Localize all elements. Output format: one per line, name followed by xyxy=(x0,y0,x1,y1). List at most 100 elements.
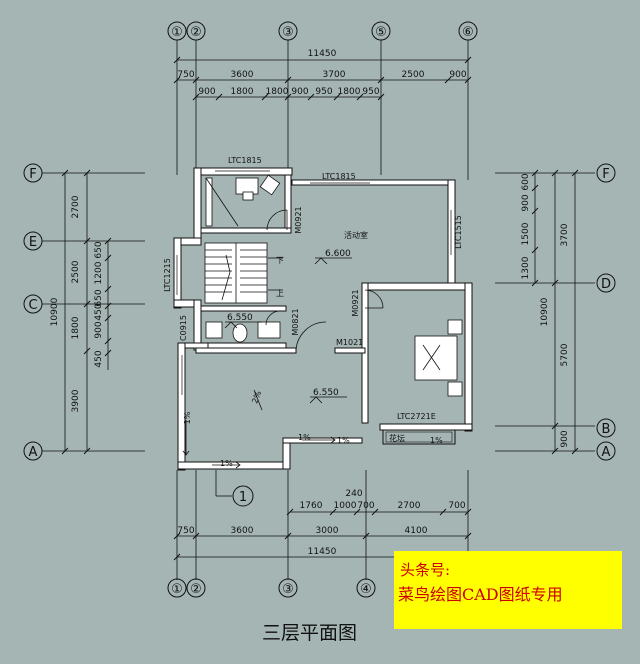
right-dim: 1300 xyxy=(521,256,531,279)
left-dim: 900 xyxy=(94,321,104,338)
detail-axis-bubble: 1 xyxy=(232,485,254,507)
axis-label: A xyxy=(29,445,38,460)
axis-bubbles-right: F D B A xyxy=(596,163,616,461)
stair-down-label: 下 xyxy=(276,256,284,265)
watermark-line1: 头条号: xyxy=(400,561,451,579)
axis-label: A xyxy=(602,445,611,460)
left-dim: 1800 xyxy=(71,316,81,339)
top-total-dim: 11450 xyxy=(308,49,337,59)
right-dim: 5700 xyxy=(560,343,570,366)
window-label: LTC1515 xyxy=(454,215,463,249)
grid-lines xyxy=(42,40,595,580)
building-walls xyxy=(173,167,473,471)
bottom-dim: 2700 xyxy=(398,501,421,511)
furniture xyxy=(205,174,463,397)
door-label: M0921 xyxy=(351,289,360,316)
left-dim: 450 xyxy=(94,303,104,320)
axis-label: ① xyxy=(171,582,183,597)
top-dimensions: 11450 750 3600 3700 2500 900 900 1800 18… xyxy=(173,49,472,101)
watermark-box: 头条号: 菜鸟绘图CAD图纸专用 xyxy=(394,551,622,629)
door-label: M0821 xyxy=(291,308,300,335)
axis-label: ③ xyxy=(282,582,294,597)
stair-up-label: 上 xyxy=(276,289,284,298)
top-dim: 1800 xyxy=(231,87,254,97)
right-dimensions: 10900 3700 5700 900 600 900 1500 1300 xyxy=(521,169,579,455)
axis-label: ④ xyxy=(360,582,372,597)
slope-label: 1% xyxy=(298,433,311,442)
top-dim: 3700 xyxy=(323,70,346,80)
top-dim: 1800 xyxy=(338,87,361,97)
left-dim: 3900 xyxy=(71,389,81,412)
plan-title: 三层平面图 xyxy=(262,622,358,644)
axis-bubbles-top: ① ② ③ ⑤ ⑥ xyxy=(167,21,478,41)
stairs xyxy=(204,242,283,304)
slope-label: 1% xyxy=(430,436,443,445)
window-label: LTC2721E xyxy=(397,412,436,421)
axis-label: E xyxy=(29,235,37,250)
axis-label: ③ xyxy=(282,25,294,40)
axis-label: D xyxy=(601,277,611,292)
window-label: C0915 xyxy=(179,315,188,341)
axis-label: B xyxy=(602,422,611,437)
bottom-dim: 240 xyxy=(345,489,362,499)
bottom-dim: 700 xyxy=(357,501,374,511)
axis-label: ① xyxy=(171,25,183,40)
axis-label: ⑤ xyxy=(375,25,387,40)
plan-labels: LTC1815 LTC1815 LTC1515 LTC1215 LTC2721E… xyxy=(163,156,463,468)
top-dim: 3600 xyxy=(231,70,254,80)
axis-label: ② xyxy=(190,582,202,597)
detail-axis-label: 1 xyxy=(239,490,247,505)
slope-label: 1% xyxy=(337,436,350,445)
axis-label: F xyxy=(602,167,609,182)
right-dim: 900 xyxy=(521,194,531,211)
slope-label: 2% xyxy=(250,389,263,404)
slope-label: 1% xyxy=(220,459,233,468)
door-label: M1021 xyxy=(336,338,363,347)
top-dim: 900 xyxy=(291,87,308,97)
bottom-dim: 750 xyxy=(177,526,194,536)
axis-label: F xyxy=(29,167,36,182)
left-dim: 1200 xyxy=(94,261,104,284)
right-dim: 3700 xyxy=(560,223,570,246)
elevation-label: 6.600 xyxy=(325,249,351,259)
elevation-label: 6.550 xyxy=(313,388,339,398)
bottom-dim: 700 xyxy=(448,501,465,511)
elevation-label: 6.550 xyxy=(227,313,253,323)
window-label: LTC1215 xyxy=(163,258,172,292)
room-label: 花坛 xyxy=(389,433,405,443)
top-dim: 900 xyxy=(449,70,466,80)
right-dim: 900 xyxy=(560,430,570,447)
left-dim: 2500 xyxy=(71,260,81,283)
right-dim: 1500 xyxy=(521,222,531,245)
elevation-markers xyxy=(182,257,352,497)
top-dim: 2500 xyxy=(402,70,425,80)
bottom-dim: 1000 xyxy=(334,501,357,511)
left-dim: 650 xyxy=(94,289,104,306)
left-dim: 650 xyxy=(94,241,104,258)
door-label: M0921 xyxy=(294,206,303,233)
right-total-dim: 10900 xyxy=(540,297,550,326)
top-dim: 900 xyxy=(198,87,215,97)
bottom-total-dim: 11450 xyxy=(308,547,337,557)
slope-label: 1% xyxy=(183,411,192,424)
doors xyxy=(265,209,384,353)
bottom-dim: 1760 xyxy=(300,501,323,511)
axis-label: ⑥ xyxy=(462,25,474,40)
bottom-dim: 4100 xyxy=(405,526,428,536)
top-dim: 950 xyxy=(315,87,332,97)
right-dim: 600 xyxy=(521,173,531,190)
left-dim: 450 xyxy=(94,350,104,367)
room-label: 活动室 xyxy=(344,230,368,240)
windows xyxy=(173,167,452,395)
window-label: LTC1815 xyxy=(228,156,262,165)
axis-label: C xyxy=(28,298,37,313)
top-dim: 1800 xyxy=(266,87,289,97)
watermark-line2: 菜鸟绘图CAD图纸专用 xyxy=(398,585,563,604)
axis-bubbles-left: F E C A xyxy=(23,163,43,461)
left-total-dim: 10900 xyxy=(50,297,60,326)
top-dim: 750 xyxy=(177,70,194,80)
left-dimensions: 10900 2700 2500 1800 3900 650 1200 650 4… xyxy=(50,169,112,455)
bottom-dim: 3600 xyxy=(231,526,254,536)
